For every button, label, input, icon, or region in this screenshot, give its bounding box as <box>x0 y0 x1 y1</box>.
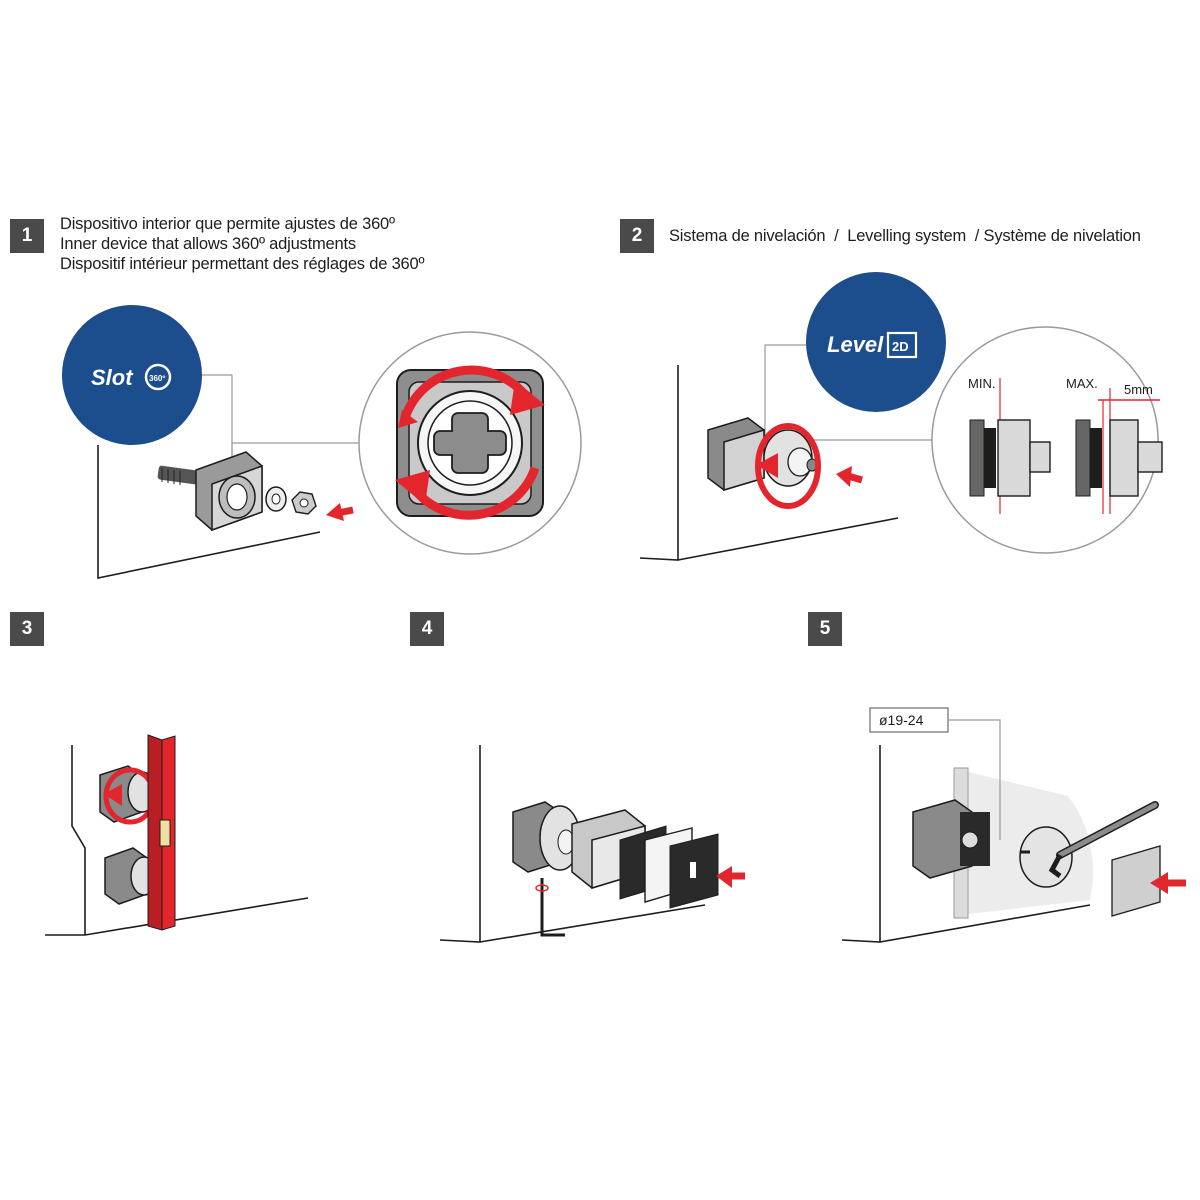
max-label: MAX. <box>1066 376 1098 391</box>
step-4-badge: 4 <box>410 612 444 646</box>
step-1-illustration: Slot 360º <box>62 305 582 579</box>
rotation-arrows-icon <box>395 365 545 520</box>
level-2d-logo: Level 2D <box>806 272 946 412</box>
step-1-caption: Dispositivo interior que permite ajustes… <box>60 214 425 274</box>
min-label: MIN. <box>968 376 995 391</box>
step-2-badge: 2 <box>620 219 654 253</box>
spirit-level <box>147 734 176 931</box>
caption-line-es: Dispositivo interior que permite ajustes… <box>60 215 395 233</box>
slot-360-logo: Slot 360º <box>62 305 202 445</box>
step-3-badge: 3 <box>10 612 44 646</box>
level-logo-mark: 2D <box>892 339 909 354</box>
level-logo-word: Level <box>827 332 884 357</box>
push-arrow-icon <box>836 466 852 487</box>
push-arrow-icon <box>326 503 344 521</box>
caption-line-fr: Dispositif intérieur permettant des régl… <box>60 255 425 273</box>
step-1-badge: 1 <box>10 219 44 253</box>
step-5-badge: 5 <box>808 612 842 646</box>
step-5-illustration: ø19-24 <box>841 707 1186 943</box>
gap-label: 5mm <box>1124 382 1153 397</box>
caption-line-en: Inner device that allows 360º adjustment… <box>60 235 356 253</box>
step-3-illustration <box>45 734 309 936</box>
step-2-illustration: Level 2D MIN. MAX. 5mm <box>639 272 1163 561</box>
step-4-illustration <box>439 745 745 943</box>
allen-key <box>540 878 565 937</box>
diameter-label: ø19-24 <box>879 712 924 728</box>
slot-logo-word: Slot <box>91 365 134 390</box>
push-arrow-icon <box>1150 872 1168 894</box>
step-2-caption: Sistema de nivelación / Levelling system… <box>669 227 1141 245</box>
level-detail-circle: MIN. MAX. 5mm <box>931 326 1163 554</box>
rotation-detail-circle <box>358 331 582 555</box>
slot-logo-mark: 360º <box>149 374 165 383</box>
push-arrow-icon <box>716 866 732 888</box>
